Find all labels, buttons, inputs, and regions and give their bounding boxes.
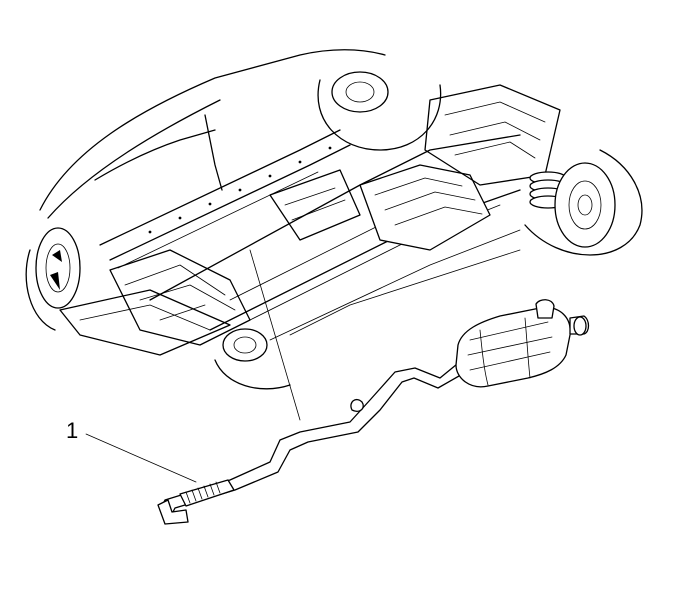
rear-left-wheel — [317, 71, 442, 151]
vehicle-underbody — [39, 49, 567, 356]
muffler — [455, 299, 590, 388]
rivets — [148, 146, 332, 234]
callout-leader-pointer — [249, 249, 301, 421]
callout-leader-1 — [85, 433, 197, 483]
front-left-wheel — [25, 227, 81, 331]
rear-right-wheel — [524, 149, 643, 256]
front-right-wheel — [214, 328, 291, 390]
resonator — [179, 479, 235, 507]
callout-label-1: 1 — [66, 418, 79, 443]
